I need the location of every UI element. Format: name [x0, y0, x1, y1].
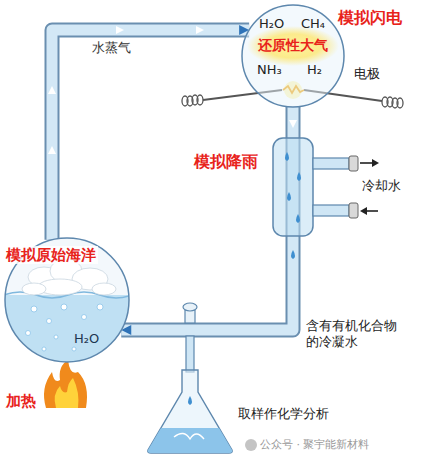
annotation-label: 含有有机化合物的冷凝水 — [306, 318, 402, 349]
chemical-formula: H₂O — [259, 16, 284, 32]
annotation-label: 模拟闪电 — [338, 8, 402, 27]
atmosphere-label: 还原性大气 — [258, 37, 328, 54]
chemical-formula: H₂ — [307, 62, 322, 78]
annotation-label: 公众号 · 聚宇能新材料 — [260, 438, 370, 451]
annotation-label: 冷却水 — [362, 178, 401, 194]
glass-tube — [121, 107, 293, 335]
edge-label: 水蒸气 — [92, 40, 131, 56]
annotation-label: 取样作化学分析 — [238, 406, 329, 422]
chemical-formula: H₂O — [74, 331, 99, 347]
spark-chamber: H₂O CH₄ 还原性大气 NH₃ H₂ — [241, 4, 345, 108]
annotation-label: 模拟原始海洋 — [4, 246, 98, 264]
chemical-formula: CH₄ — [301, 16, 325, 32]
annotation-label: 加热 — [6, 392, 36, 410]
glass-tube — [52, 25, 249, 240]
annotation-label: 电极 — [354, 66, 380, 82]
annotation-label: 模拟降雨 — [194, 152, 258, 171]
chemical-formula: NH₃ — [257, 62, 282, 78]
flask-outline — [241, 4, 345, 108]
